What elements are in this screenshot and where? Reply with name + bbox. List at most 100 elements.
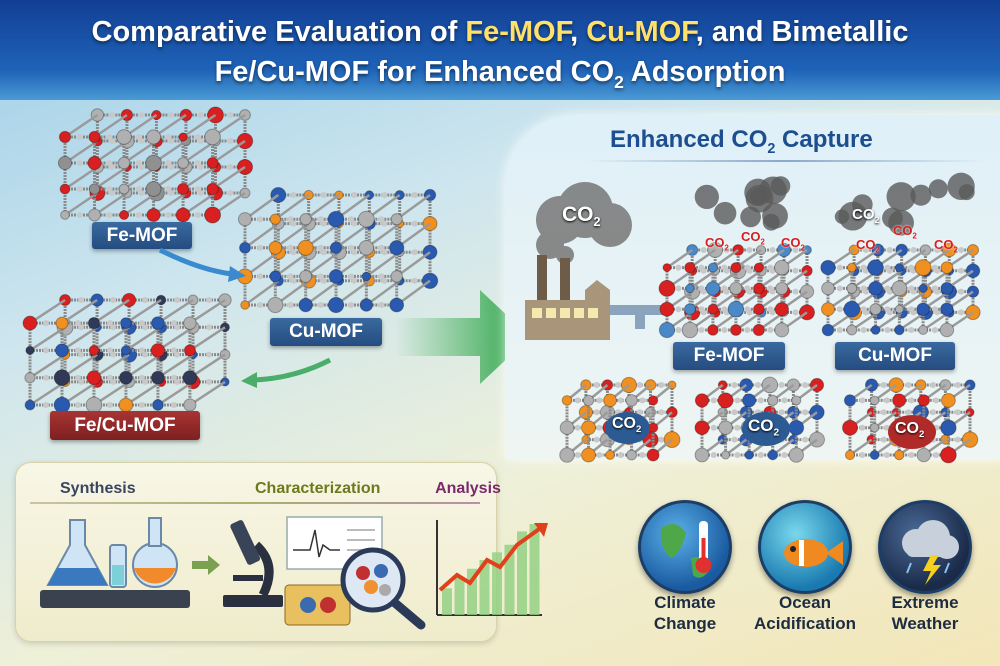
atom (908, 285, 915, 292)
workflow-divider (30, 502, 480, 504)
smoke-puff (740, 206, 761, 228)
atom (194, 186, 201, 192)
microscope-icon (223, 520, 283, 607)
atom (593, 409, 600, 416)
atom (257, 302, 264, 308)
atom (884, 306, 891, 313)
atom (197, 112, 204, 118)
atom (753, 262, 764, 273)
bond (304, 279, 340, 307)
atom (390, 213, 403, 226)
atom (320, 277, 327, 284)
atom (916, 302, 930, 316)
atom (675, 264, 682, 271)
bond (304, 251, 340, 278)
atom (327, 296, 345, 314)
arrow-right-icon (192, 555, 220, 575)
atom (932, 264, 939, 271)
atom (908, 264, 915, 271)
atom (561, 395, 573, 406)
atom (317, 244, 324, 251)
atom (287, 273, 294, 280)
atom (731, 382, 738, 388)
atom (905, 409, 912, 416)
atom (934, 247, 941, 253)
fe-mof-structure (57, 106, 254, 224)
atom (206, 182, 219, 196)
bond (29, 298, 66, 325)
atom (357, 210, 375, 228)
atom (317, 302, 324, 308)
title-line-2: Fe/Cu-MOF for Enhanced CO2 Adsorption (214, 56, 786, 92)
bar (492, 552, 502, 615)
atom (883, 397, 890, 404)
atom (76, 186, 83, 192)
atom (559, 447, 575, 463)
atom (820, 302, 836, 317)
atom (299, 269, 313, 283)
atom (718, 420, 733, 436)
bond (29, 353, 66, 379)
atom (860, 285, 867, 292)
atom (774, 302, 789, 317)
bond (395, 251, 431, 278)
atom (894, 263, 904, 273)
atom (57, 155, 73, 171)
atom (727, 300, 745, 318)
atom (843, 300, 861, 318)
atom (843, 394, 857, 407)
bond (874, 311, 903, 332)
capture-cu-mof-label: Cu-MOF (835, 342, 955, 370)
atom (165, 212, 172, 218)
fe-mof-capture-structure (658, 242, 815, 339)
smoke-puff (886, 182, 916, 212)
atom (320, 192, 327, 198)
bond (157, 298, 194, 325)
heading-divider (585, 160, 985, 162)
atom (351, 277, 358, 284)
atom (152, 399, 164, 411)
bond (666, 248, 693, 269)
atom (744, 264, 751, 271)
atom (145, 129, 162, 145)
atom (135, 134, 142, 140)
atom (757, 397, 764, 404)
atom (767, 449, 779, 461)
co2-cloud-label: CO2 (852, 206, 880, 225)
atom (734, 452, 741, 458)
atom (746, 247, 753, 253)
cu-mof-structure (236, 187, 439, 314)
bond (189, 353, 226, 379)
bond (93, 191, 128, 217)
atom (411, 249, 418, 256)
atom (257, 244, 264, 251)
atom (710, 424, 717, 431)
atom (842, 419, 858, 436)
atom (869, 395, 880, 406)
atom (206, 157, 219, 169)
co2-molecule-label: CO2 (705, 235, 729, 253)
atom (636, 382, 643, 388)
atom (729, 281, 743, 296)
atom (717, 392, 734, 409)
atom (59, 183, 71, 195)
atom (165, 134, 172, 140)
bond (157, 380, 194, 407)
atom (700, 247, 707, 253)
atom (142, 297, 149, 303)
bond (922, 311, 950, 332)
atom (206, 324, 213, 331)
atom (836, 285, 843, 292)
atom (55, 316, 69, 330)
smoke-puff (834, 209, 850, 224)
smoke-puff (958, 184, 975, 201)
atom (918, 283, 928, 293)
atom (361, 271, 372, 282)
atom (106, 374, 113, 381)
bond (898, 311, 927, 332)
atom (940, 261, 954, 274)
atom (106, 320, 113, 327)
atom (932, 327, 939, 333)
smoke-puff (852, 194, 873, 215)
atom (683, 303, 696, 316)
